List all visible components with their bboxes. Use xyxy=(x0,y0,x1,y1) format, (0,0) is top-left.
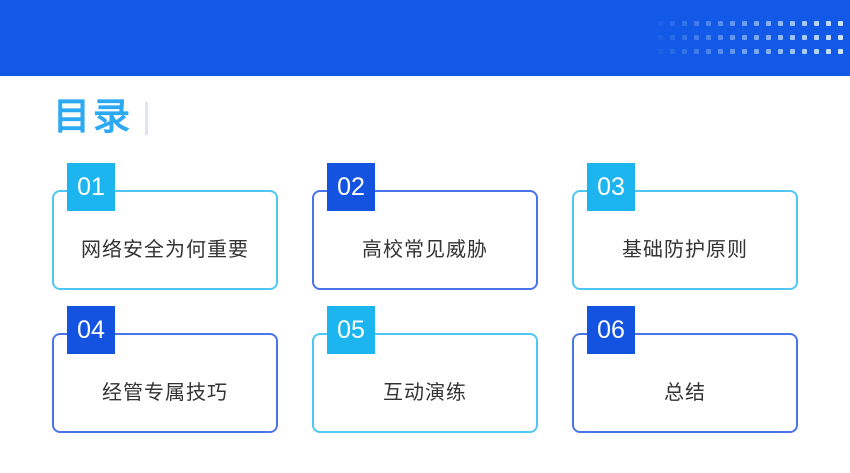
toc-item-5-number-badge: 05 xyxy=(327,306,375,354)
toc-item-4-number-badge: 04 xyxy=(67,306,115,354)
title-divider xyxy=(145,101,148,135)
toc-item-1-card: 网络安全为何重要 xyxy=(52,190,278,290)
toc-item-6[interactable]: 06 总结 xyxy=(572,306,798,433)
toc-item-1-label: 网络安全为何重要 xyxy=(81,238,249,261)
toc-item-5-label: 互动演练 xyxy=(383,381,467,404)
toc-item-3-label: 基础防护原则 xyxy=(622,238,748,261)
dots-pattern-icon xyxy=(658,21,843,54)
header-band xyxy=(0,0,850,76)
toc-item-2-number-badge: 02 xyxy=(327,163,375,211)
toc-item-1-number-badge: 01 xyxy=(67,163,115,211)
title-row: 目录 xyxy=(53,96,148,139)
toc-item-2[interactable]: 02 高校常见威胁 xyxy=(312,163,538,290)
toc-item-3-number-badge: 03 xyxy=(587,163,635,211)
page-title: 目录 xyxy=(53,96,133,137)
toc-item-3[interactable]: 03 基础防护原则 xyxy=(572,163,798,290)
toc-item-4-label: 经管专属技巧 xyxy=(102,381,228,404)
toc-item-1[interactable]: 01 网络安全为何重要 xyxy=(52,163,278,290)
toc-item-6-number-badge: 06 xyxy=(587,306,635,354)
toc-item-2-label: 高校常见威胁 xyxy=(362,238,488,261)
toc-grid: 01 网络安全为何重要 02 高校常见威胁 03 基础防护原则 04 经管专属技… xyxy=(52,163,798,433)
toc-item-4[interactable]: 04 经管专属技巧 xyxy=(52,306,278,433)
toc-item-5[interactable]: 05 互动演练 xyxy=(312,306,538,433)
toc-item-6-label: 总结 xyxy=(664,381,706,404)
